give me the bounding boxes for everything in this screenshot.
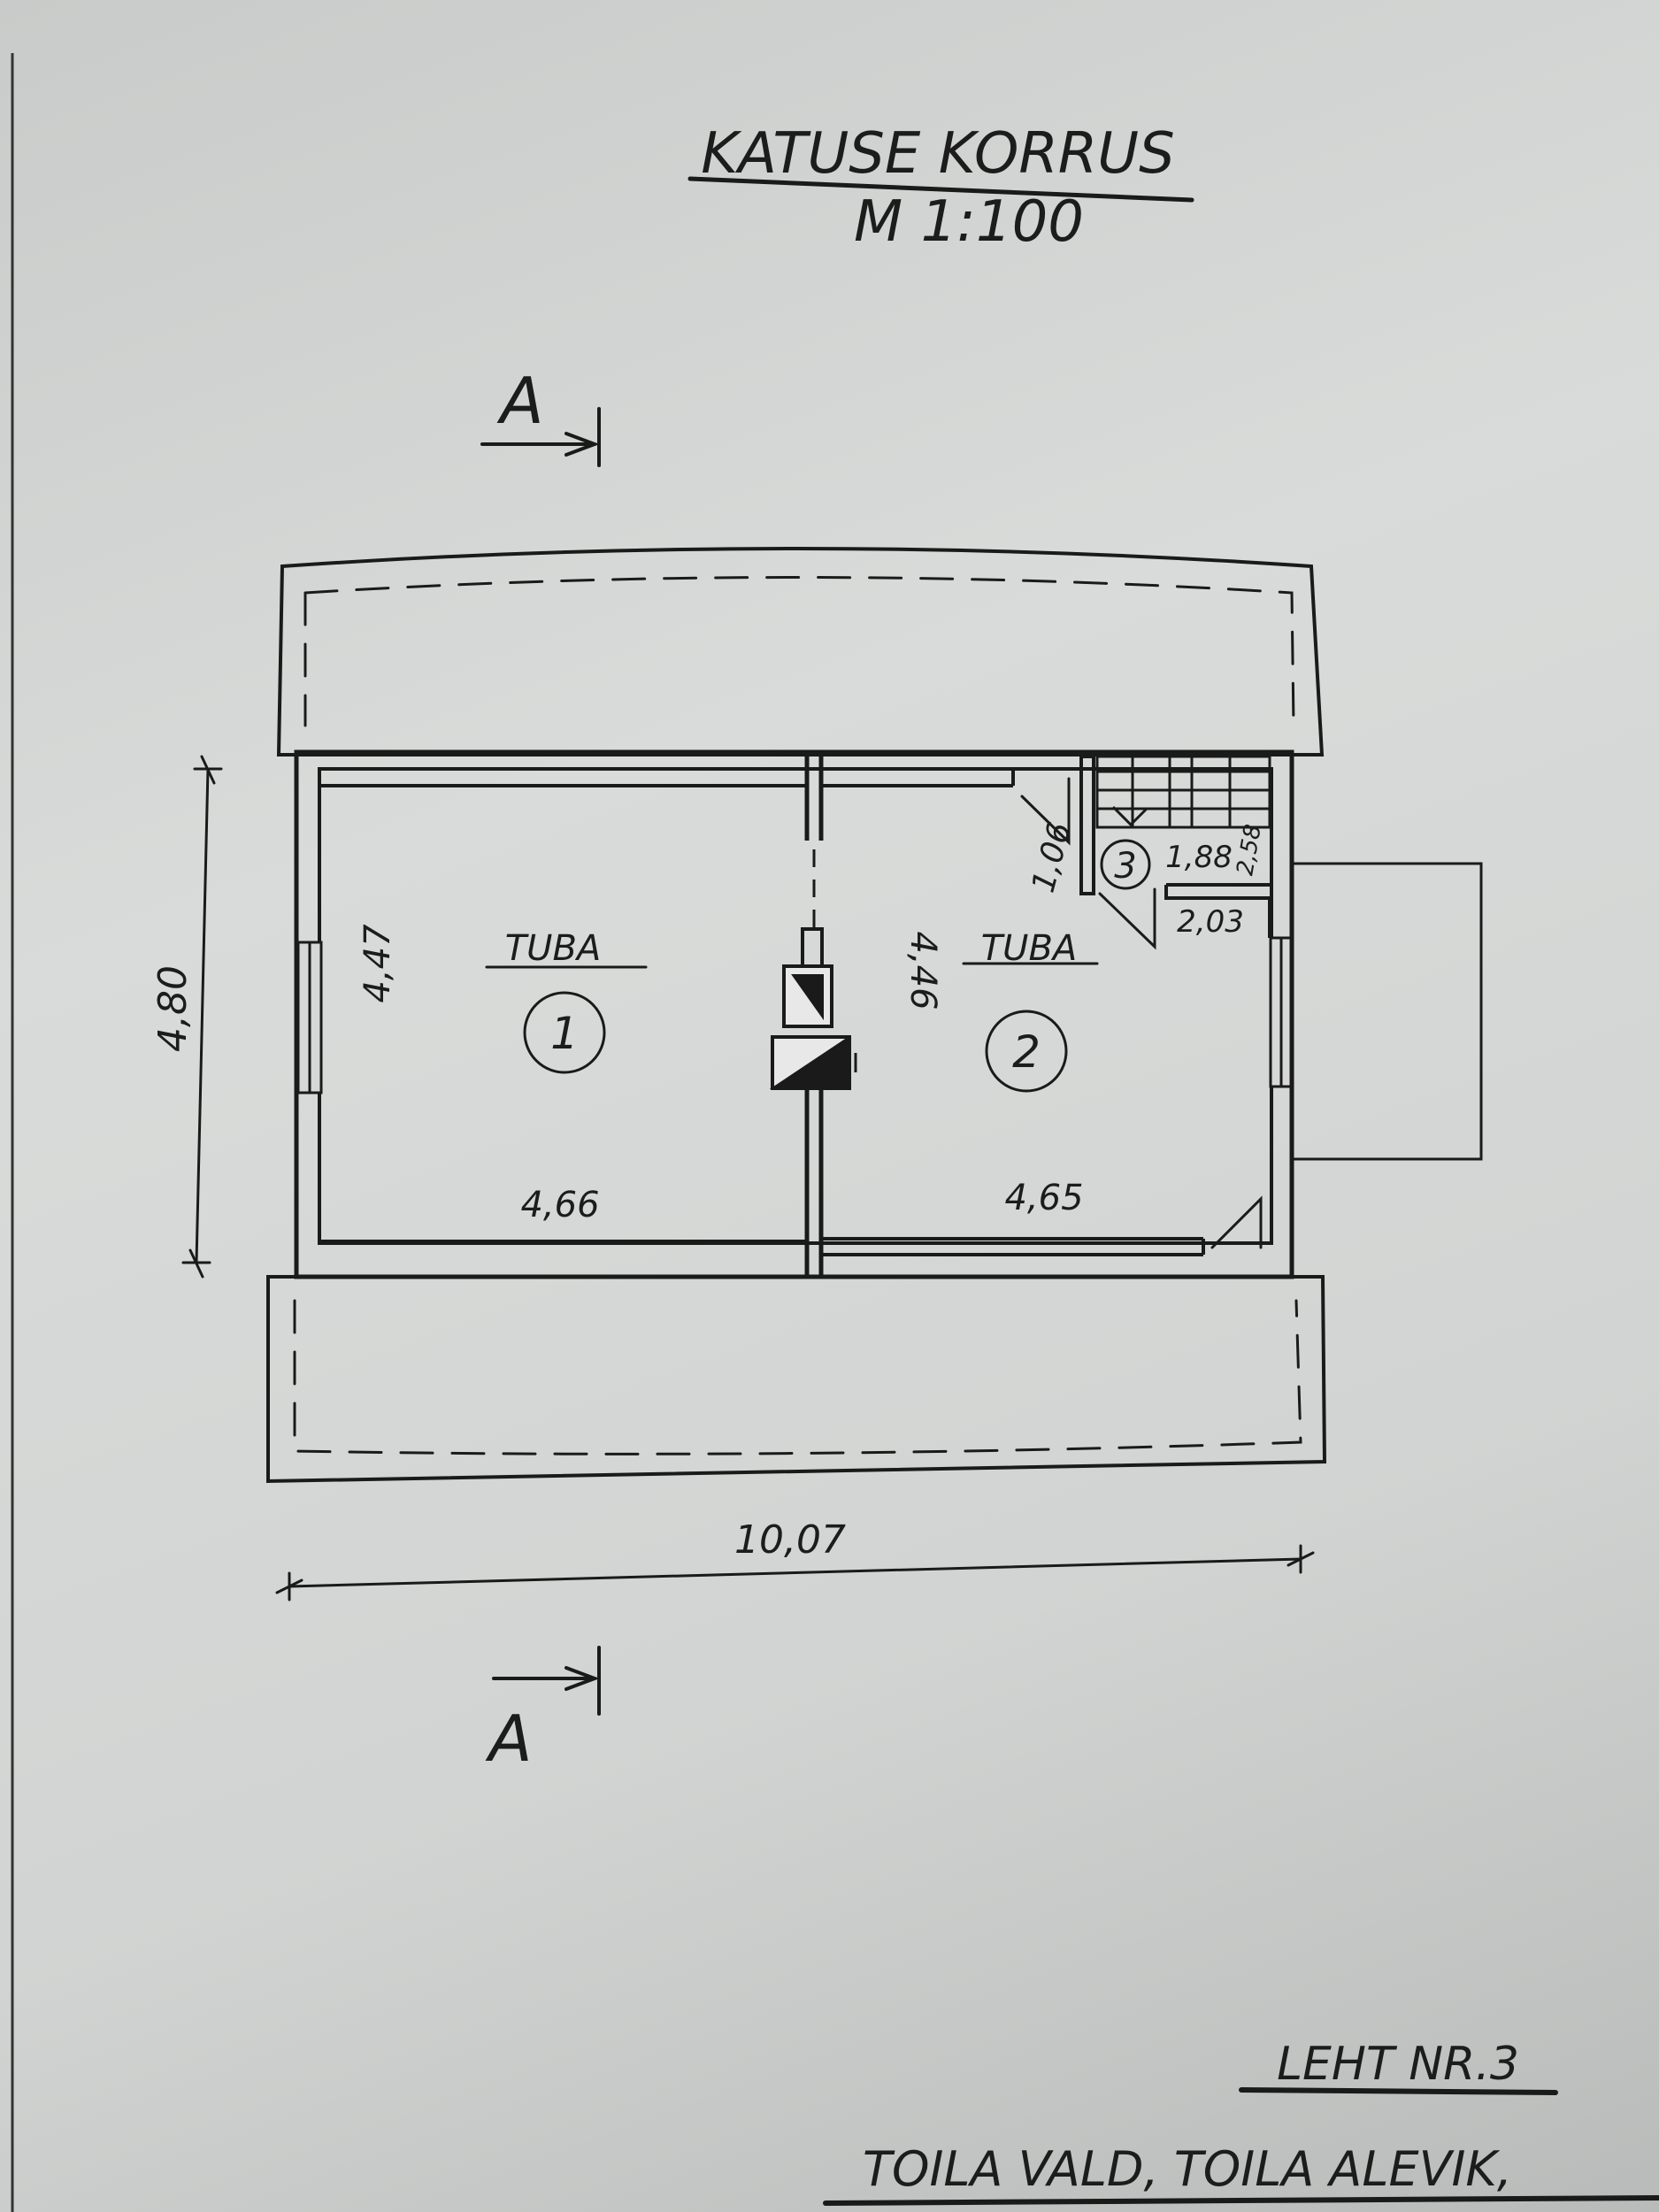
porch-outline [1289,862,1483,1161]
dim-room1-width: 4,66 [520,1185,599,1225]
dim-room1-depth: 4,47 [357,924,398,1003]
roof-overhang-top [276,547,1325,757]
room-3-label: 3 [1100,839,1151,890]
dim-overall-depth: 4,80 [150,755,223,1279]
project-location: TOILA VALD, TOILA ALEVIK, [863,2141,1512,2197]
roof-overhang-bottom [266,1275,1327,1484]
window-left [296,941,323,1094]
door-swings [1020,777,1263,1249]
svg-text:10,07: 10,07 [734,1517,846,1563]
room-2-label: TUBA 2 [962,928,1099,1093]
title-underline [687,176,1194,203]
sheet-number: LEHT NR.3 [1277,2038,1519,2091]
svg-text:4,80: 4,80 [150,965,196,1052]
dim-room3-d: 2,03 [1177,904,1244,940]
svg-text:A: A [496,364,543,438]
dim-room3-b: 1,88 [1165,840,1233,875]
chimney [769,927,857,1090]
svg-text:1: 1 [550,1008,579,1059]
location-underline [823,2195,1659,2206]
dim-room2-width: 4,65 [1004,1178,1083,1218]
section-marker-bottom: A [485,1646,601,1776]
svg-text:TUBA: TUBA [505,928,602,969]
svg-text:TUBA: TUBA [981,928,1078,969]
room-1-label: TUBA 1 [485,928,648,1074]
window-right [1269,936,1294,1088]
sheet-underline [1239,2087,1558,2095]
svg-text:2: 2 [1012,1026,1041,1078]
staircase [1079,755,1271,938]
dim-room3-a: 1,06 [1025,818,1079,896]
drawing-scale: M 1:100 [854,189,1084,255]
section-marker-top: A [480,364,601,467]
svg-text:3: 3 [1114,846,1136,887]
dim-room3-c: 2,58 [1232,823,1267,878]
drawing-title: KATUSE KORRUS [701,121,1174,187]
dim-overall-length: 10,07 [275,1517,1315,1601]
svg-text:A: A [485,1701,532,1776]
dim-room2-depth: 4,46 [902,931,943,1010]
